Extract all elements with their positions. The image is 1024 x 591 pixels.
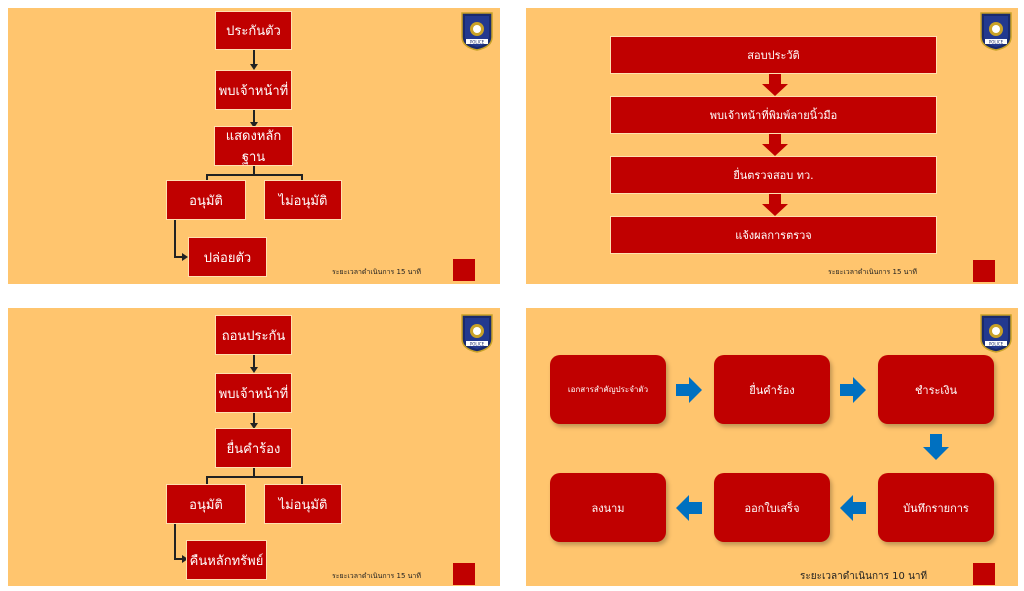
step-meet-officer: พบเจ้าหน้าที่ — [215, 70, 292, 110]
arrow-left-icon — [840, 495, 866, 521]
corner-square — [973, 563, 995, 585]
slide-bail-withdrawal-flow: ถอนประกัน พบเจ้าหน้าที่ ยื่นคำร้อง อนุมั… — [8, 308, 500, 586]
connector — [174, 558, 182, 560]
step-fingerprint: พบเจ้าหน้าที่พิมพ์ลายนิ้วมือ — [610, 96, 937, 134]
police-logo-icon: POLICE — [980, 12, 1012, 51]
arrow-right-icon — [676, 377, 702, 403]
connector — [253, 355, 255, 369]
svg-text:POLICE: POLICE — [989, 341, 1004, 346]
arrow-down-icon — [762, 74, 788, 96]
step-bail: ประกันตัว — [215, 11, 292, 50]
police-logo-icon: POLICE — [980, 314, 1012, 353]
result-return-collateral: คืนหลักทรัพย์ — [186, 540, 267, 580]
connector — [174, 220, 176, 258]
result-release: ปล่อยตัว — [188, 237, 267, 277]
connector — [206, 174, 208, 180]
step-submit-request: ยื่นคำร้อง — [215, 428, 292, 468]
duration-footer: ระยะเวลาดำเนินการ 10 นาที — [800, 571, 928, 582]
step-record-entry: บันทึกรายการ — [878, 473, 994, 542]
svg-text:POLICE: POLICE — [989, 39, 1004, 44]
connector — [301, 476, 303, 484]
corner-square — [453, 563, 475, 585]
connector — [206, 476, 303, 478]
duration-footer: ระยะเวลาดำเนินการ 15 นาที — [332, 572, 421, 580]
corner-square — [973, 260, 995, 282]
corner-square — [453, 259, 475, 281]
slide-payment-flow: เอกสารสำคัญประจำตัว ยื่นคำร้อง ชำระเงิน … — [526, 308, 1018, 586]
branch-reject: ไม่อนุมัติ — [264, 180, 342, 220]
branch-reject: ไม่อนุมัติ — [264, 484, 342, 524]
duration-footer: ระยะเวลาดำเนินการ 15 นาที — [332, 268, 421, 276]
step-payment: ชำระเงิน — [878, 355, 994, 424]
arrow-right-icon — [182, 555, 188, 563]
connector — [253, 413, 255, 425]
arrow-down-icon — [923, 434, 949, 460]
connector — [253, 468, 255, 476]
connector — [301, 174, 303, 180]
branch-approve: อนุมัติ — [166, 484, 246, 524]
arrow-down-icon — [250, 423, 258, 429]
connector — [253, 166, 255, 174]
step-history-check: สอบประวัติ — [610, 36, 937, 74]
arrow-down-icon — [250, 64, 258, 70]
connector — [206, 174, 303, 176]
arrow-down-icon — [762, 134, 788, 156]
svg-text:POLICE: POLICE — [470, 341, 485, 346]
branch-approve: อนุมัติ — [166, 180, 246, 220]
connector — [253, 110, 255, 124]
connector — [174, 256, 182, 258]
step-notify-result: แจ้งผลการตรวจ — [610, 216, 937, 254]
police-logo-icon: POLICE — [461, 12, 493, 51]
arrow-left-icon — [676, 495, 702, 521]
slide-bail-flow: ประกันตัว พบเจ้าหน้าที่ แสดงหลักฐาน อนุม… — [8, 8, 500, 284]
arrow-down-icon — [250, 122, 258, 128]
arrow-right-icon — [182, 253, 188, 261]
step-show-evidence: แสดงหลักฐาน — [214, 126, 293, 166]
step-meet-officer: พบเจ้าหน้าที่ — [215, 373, 292, 413]
step-withdraw-bail: ถอนประกัน — [215, 315, 292, 355]
step-sign: ลงนาม — [550, 473, 666, 542]
step-submit-check: ยื่นตรวจสอบ ทว. — [610, 156, 937, 194]
duration-footer: ระยะเวลาดำเนินการ 15 นาที — [828, 268, 917, 276]
connector — [253, 50, 255, 66]
step-submit-request: ยื่นคำร้อง — [714, 355, 830, 424]
slide-background-check-flow: สอบประวัติ พบเจ้าหน้าที่พิมพ์ลายนิ้วมือ … — [526, 8, 1018, 284]
step-issue-receipt: ออกใบเสร็จ — [714, 473, 830, 542]
step-id-documents: เอกสารสำคัญประจำตัว — [550, 355, 666, 424]
arrow-down-icon — [762, 194, 788, 216]
police-logo-icon: POLICE — [461, 314, 493, 353]
svg-text:POLICE: POLICE — [470, 39, 485, 44]
connector — [174, 524, 176, 560]
arrow-down-icon — [250, 367, 258, 373]
connector — [206, 476, 208, 484]
arrow-right-icon — [840, 377, 866, 403]
